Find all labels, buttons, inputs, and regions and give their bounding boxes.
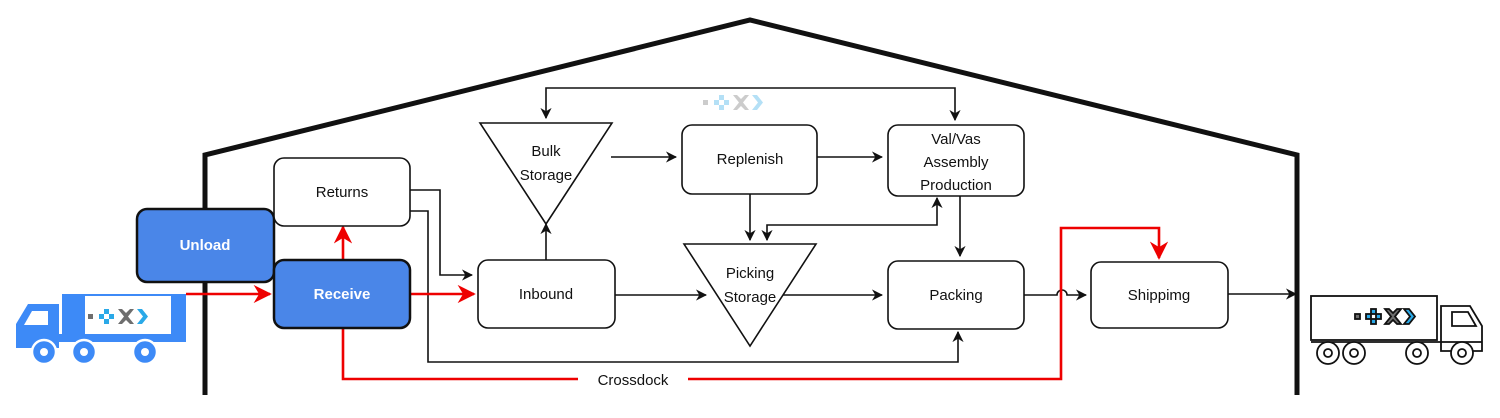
- node-bulk-storage-label-2: Storage: [520, 167, 573, 184]
- node-valvas[interactable]: Val/Vas Assembly Production: [887, 124, 1025, 197]
- node-returns-label: Returns: [316, 184, 369, 201]
- outgoing-truck-icon: [1310, 295, 1483, 365]
- node-shipping[interactable]: Shippimg: [1090, 261, 1229, 329]
- node-unload-label: Unload: [180, 237, 231, 254]
- node-inbound[interactable]: Inbound: [477, 259, 616, 329]
- node-valvas-label-1: Val/Vas: [931, 131, 980, 148]
- node-valvas-label-2: Assembly: [923, 154, 989, 171]
- node-receive[interactable]: Receive: [272, 258, 412, 330]
- node-receive-label: Receive: [314, 286, 371, 303]
- node-valvas-label-3: Production: [920, 177, 992, 194]
- connectors-red: [186, 225, 1169, 381]
- node-bulk-storage-label-1: Bulk: [531, 143, 561, 160]
- node-picking-storage-label-1: Picking: [726, 265, 774, 282]
- node-bulk-storage[interactable]: Bulk Storage: [478, 122, 614, 226]
- node-picking-storage[interactable]: Picking Storage: [682, 243, 818, 348]
- node-packing-label: Packing: [929, 287, 982, 304]
- node-replenish[interactable]: Replenish: [681, 124, 818, 195]
- incoming-truck-icon: [16, 294, 186, 366]
- company-logo: [703, 95, 763, 110]
- node-packing[interactable]: Packing: [887, 260, 1025, 330]
- node-returns[interactable]: Returns: [273, 157, 411, 227]
- node-picking-storage-label-2: Storage: [724, 289, 777, 306]
- node-inbound-label: Inbound: [519, 286, 573, 303]
- crossdock-label: Crossdock: [598, 372, 669, 389]
- node-replenish-label: Replenish: [717, 151, 784, 168]
- node-unload[interactable]: Unload: [135, 207, 276, 284]
- node-shipping-label: Shippimg: [1128, 287, 1191, 304]
